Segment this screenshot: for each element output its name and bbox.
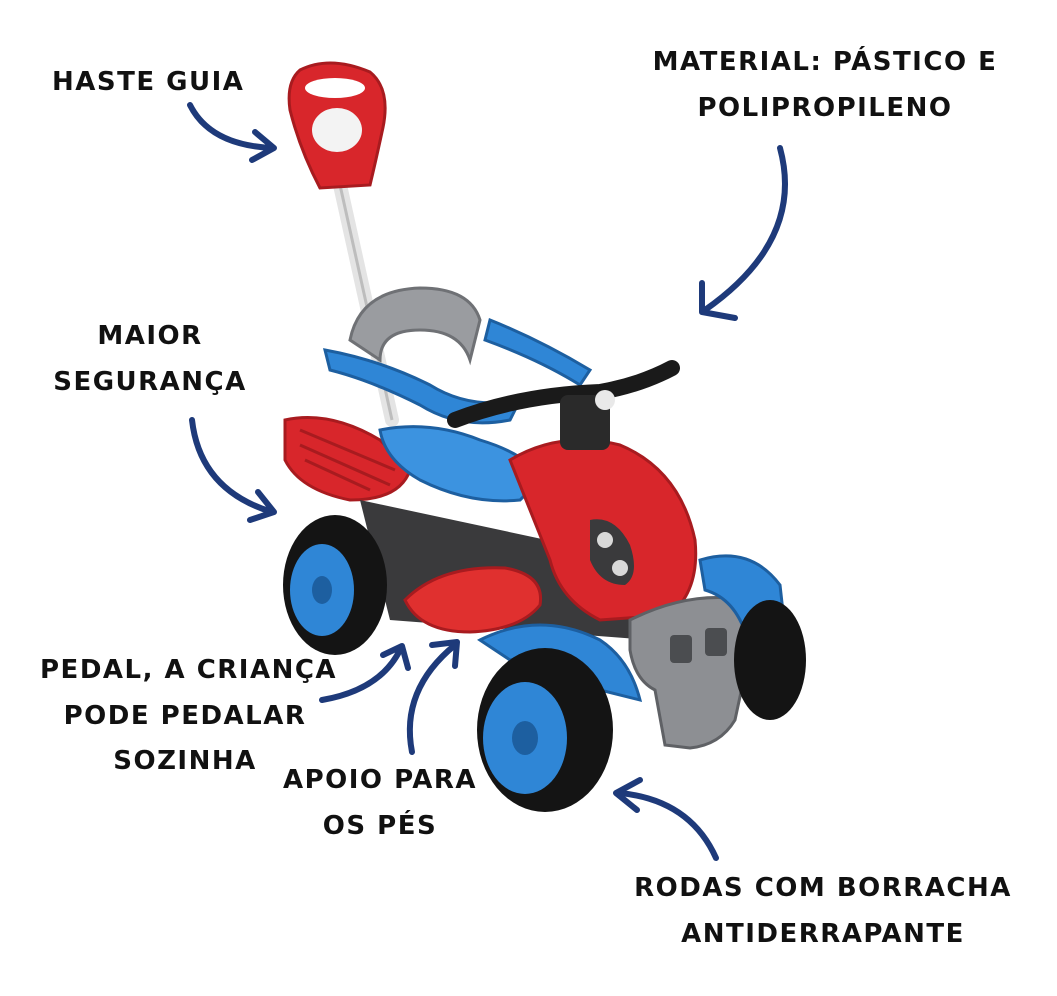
- curved-arrow-icon: [406, 639, 460, 755]
- bumper-slot-right: [705, 628, 727, 656]
- annotation-line: RODAS COM BORRACHA: [634, 873, 1012, 903]
- annotation-material: MATERIAL: PÁSTICO E POLIPROPILENO: [640, 40, 1010, 131]
- annotation-apoio: APOIO PARA OS PÉS: [270, 758, 490, 849]
- annotation-line: PODE PEDALAR: [63, 700, 307, 731]
- front-right-wheel: [734, 600, 806, 720]
- rear-left-hub: [312, 576, 332, 604]
- curved-arrow-icon: [613, 777, 719, 861]
- curved-arrow-icon: [699, 145, 788, 321]
- annotation-line: MATERIAL: PÁSTICO E: [652, 47, 998, 77]
- annotation-line: HASTE GUIA: [52, 67, 245, 97]
- handlebar-hub: [560, 395, 610, 450]
- curved-arrow-icon: [319, 643, 411, 703]
- guard-rail-right: [483, 317, 593, 388]
- annotation-line: SEGURANÇA: [53, 366, 247, 397]
- curved-arrow-icon: [189, 417, 277, 523]
- annotation-line: OS PÉS: [322, 810, 438, 841]
- annotation-pedal: PEDAL, A CRIANÇA PODE PEDALAR SOZINHA: [40, 648, 338, 785]
- headlight-left: [597, 532, 613, 548]
- annotation-seguranca: MAIOR SEGURANÇA: [40, 314, 260, 405]
- bumper-slot-left: [670, 635, 692, 663]
- annotation-line: APOIO PARA: [282, 765, 478, 795]
- annotation-line: POLIPROPILENO: [697, 92, 953, 123]
- annotation-rodas: RODAS COM BORRACHA ANTIDERRAPANTE: [628, 866, 1018, 957]
- handle-hole: [305, 78, 365, 98]
- annotation-line: MAIOR: [97, 321, 203, 351]
- annotation-line: ANTIDERRAPANTE: [681, 918, 965, 949]
- annotation-line: SOZINHA: [113, 746, 257, 776]
- front-left-hub: [512, 721, 538, 755]
- curved-arrow-icon: [187, 102, 277, 163]
- seat-backrest: [348, 286, 482, 366]
- annotation-line: PEDAL, A CRIANÇA: [40, 655, 338, 685]
- annotation-haste-guia: HASTE GUIA: [52, 60, 244, 106]
- handle-badge: [312, 108, 362, 152]
- headlight-right: [612, 560, 628, 576]
- handlebar: [447, 360, 680, 428]
- handlebar-badge: [595, 390, 615, 410]
- rear-rack-slats: [299, 428, 396, 492]
- footrest: [403, 566, 543, 634]
